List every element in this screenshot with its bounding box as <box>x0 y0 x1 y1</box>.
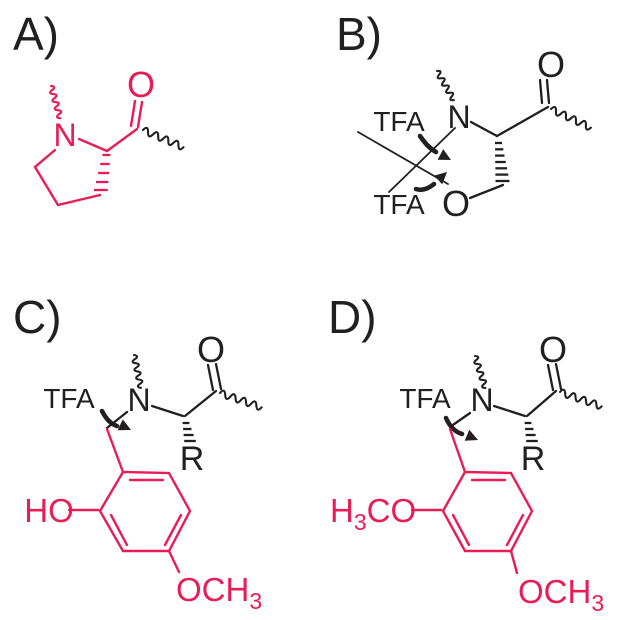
wavy-line <box>558 388 603 410</box>
carbonyl-oxygen-label: O <box>539 329 567 370</box>
n-benzyl-bond <box>448 411 472 429</box>
wavy-line <box>549 105 592 131</box>
wavy-cap-bond <box>131 353 144 389</box>
hydroxyl-label: HO <box>24 492 74 529</box>
ring-oxygen-label: O <box>442 183 470 224</box>
r-group-label: R <box>180 440 205 478</box>
tfa-attack-arrow <box>99 408 131 431</box>
n-alpha-bond <box>492 404 527 418</box>
hashed-stereo-bond <box>182 421 196 443</box>
benzene-ring-outline <box>98 470 192 553</box>
arrowhead-icon <box>437 149 451 160</box>
pyrrolidine-ring-bonds <box>33 148 102 207</box>
panel-c-label: C) <box>13 291 62 343</box>
wavy-line <box>218 389 263 411</box>
methoxy-label: OCH3 <box>176 571 262 614</box>
tfa-label-bottom: TFA <box>373 189 425 220</box>
ring-nitrogen-label: N <box>53 117 76 153</box>
alpha-carbonyl-bond <box>495 105 550 138</box>
n-benzyl-bond <box>105 410 129 430</box>
panel-c: C) TFA N O R <box>13 291 263 614</box>
aromatic-double-bond <box>505 513 525 547</box>
benzene-ring <box>441 470 534 553</box>
gem-dimethyl-bond-lower <box>388 127 456 193</box>
amide-nitrogen-label: N <box>127 382 150 418</box>
carbonyl-oxygen-label: O <box>127 64 155 105</box>
wavy-chain-bond <box>558 388 603 410</box>
r-group-label: R <box>521 440 546 478</box>
methylene-oxygen-bond <box>468 183 505 200</box>
panel-a-label: A) <box>13 8 59 60</box>
alpha-carbonyl-bond <box>525 389 558 418</box>
carbonyl-double-bond <box>206 362 223 392</box>
aromatic-double-bond <box>163 513 183 547</box>
arrowhead-icon <box>464 429 478 441</box>
aromatic-double-bond <box>451 513 471 547</box>
n-alpha-bond <box>469 120 499 138</box>
tfa-attack-arrow <box>443 415 478 441</box>
wavy-cap-bond <box>473 354 488 390</box>
gem-dimethyl-bond-upper <box>357 131 449 185</box>
aromatic-double-bond <box>109 513 129 547</box>
ring-nitrogen-label: N <box>447 99 470 135</box>
benzylic-aryl-bond <box>448 427 467 474</box>
methoxy-bottom-label: OCH3 <box>518 573 604 616</box>
arrowhead-icon <box>434 172 447 185</box>
carbonyl-double-bond <box>538 78 551 105</box>
wavy-line <box>49 84 63 120</box>
methoxy-left-label: H3CO <box>330 492 416 535</box>
panel-b-label: B) <box>336 8 382 60</box>
panel-b: B) TFA TFA N O <box>336 8 592 224</box>
carbonyl-oxygen-label: O <box>197 329 225 370</box>
wavy-cap-bond <box>49 84 63 120</box>
tfa-label-top: TFA <box>373 106 425 137</box>
methoxy-bottom-bond <box>509 549 519 575</box>
arrowhead-icon <box>117 419 131 431</box>
tfa-attack-arrow-upper <box>417 133 451 160</box>
wavy-cap-bond <box>435 69 455 102</box>
alpha-carbonyl-bond <box>183 389 218 418</box>
tfa-attack-arrow-lower <box>413 172 447 193</box>
hashed-stereo-bond <box>495 141 510 183</box>
n-alpha-bond <box>77 137 109 153</box>
hashed-stereo-bond <box>524 421 538 443</box>
hashed-stereo-bond <box>94 153 111 192</box>
n-alpha-bond <box>150 404 185 418</box>
methoxy-bond <box>167 549 181 574</box>
wavy-chain-bond <box>141 126 185 151</box>
wavy-line <box>131 353 144 389</box>
benzene-ring-outline <box>441 470 534 553</box>
panel-a: A) N O <box>13 8 185 207</box>
tfa-label: TFA <box>399 383 451 414</box>
wavy-line <box>141 126 185 151</box>
wavy-line <box>473 354 488 390</box>
amide-nitrogen-label: N <box>470 382 493 418</box>
carbonyl-double-bond <box>546 362 563 392</box>
carbonyl-oxygen-label: O <box>537 44 565 85</box>
panel-d-label: D) <box>328 291 377 343</box>
tfa-label: TFA <box>43 383 95 414</box>
benzylic-aryl-bond <box>105 427 125 474</box>
wavy-chain-bond <box>218 389 263 411</box>
wavy-chain-bond <box>549 105 592 131</box>
alpha-carbonyl-bond <box>105 127 139 153</box>
wavy-line <box>435 69 455 102</box>
benzene-ring <box>98 470 192 553</box>
carbonyl-double-bond <box>129 99 144 129</box>
panel-d: D) TFA N O R <box>328 291 604 616</box>
